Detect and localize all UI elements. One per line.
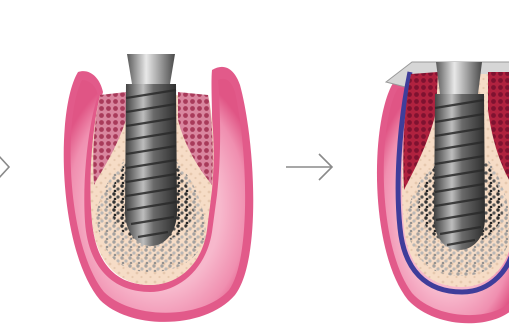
step-membrane-cover (377, 62, 509, 323)
dental-implant-2 (434, 62, 485, 250)
dental-implant (125, 54, 177, 246)
arrow-into-step-1 (0, 155, 9, 179)
step-bone-graft (64, 54, 254, 322)
arrow-to-step-2 (286, 154, 332, 180)
